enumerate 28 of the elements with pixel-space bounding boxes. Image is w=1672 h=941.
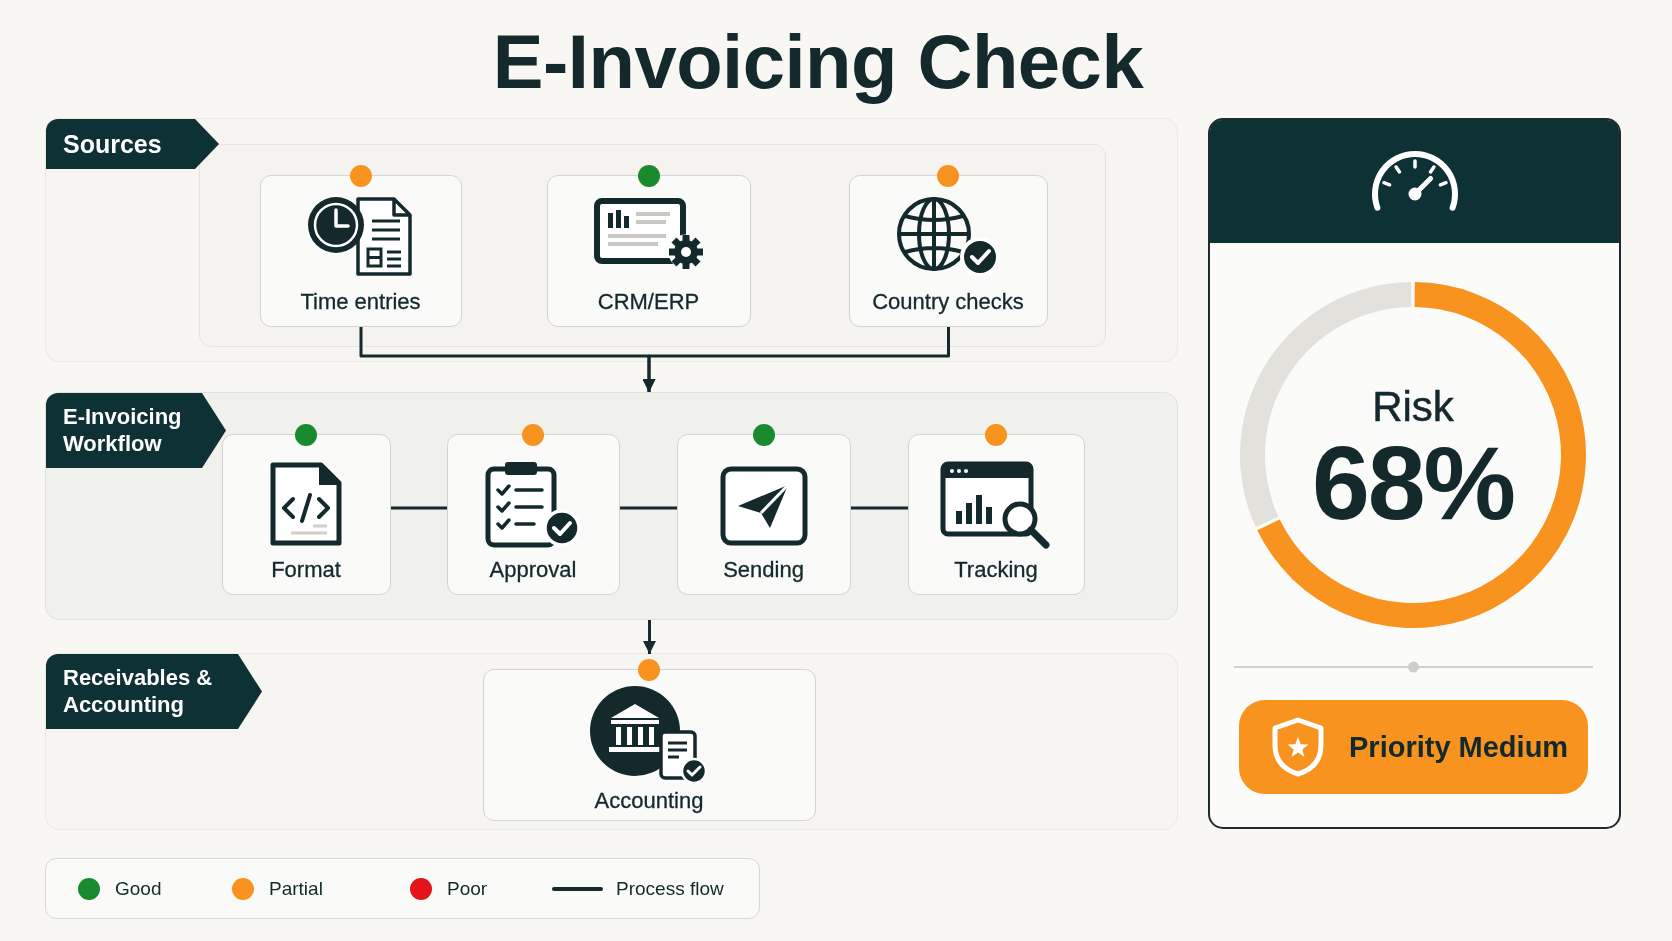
gauge-value: 68% — [1311, 431, 1515, 535]
gauge-label: Risk — [1372, 383, 1454, 431]
connector-line — [620, 506, 677, 510]
node-label: Accounting — [594, 787, 704, 814]
section-panel — [45, 118, 1178, 362]
connector-line — [851, 506, 908, 510]
connector-line — [391, 506, 447, 510]
legend-label: Partial — [269, 876, 323, 901]
node-label: CRM/ERP — [597, 288, 700, 315]
node-label: Format — [271, 556, 341, 583]
legend-label: Good — [115, 876, 162, 901]
node-label: Time entries — [300, 288, 421, 315]
arrow — [643, 620, 656, 654]
node-label: Country checks — [872, 288, 1024, 315]
section-tag: E-Invoicing Workflow — [46, 393, 226, 468]
arrow — [642, 327, 950, 392]
section-panel — [45, 392, 1178, 620]
section-panel — [45, 653, 1178, 830]
node-label: Approval — [489, 556, 577, 583]
node-label: Sending — [723, 556, 804, 583]
node-label: Tracking — [954, 556, 1038, 583]
risk-panel — [1208, 118, 1621, 829]
priority-badge — [1239, 700, 1588, 794]
section-tag: Receivables & Accounting — [46, 654, 262, 729]
legend-label: Poor — [447, 876, 488, 901]
section-tag: Sources — [46, 119, 219, 169]
priority-label: Priority Medium — [1349, 730, 1569, 764]
legend-label: Process flow — [616, 876, 724, 901]
